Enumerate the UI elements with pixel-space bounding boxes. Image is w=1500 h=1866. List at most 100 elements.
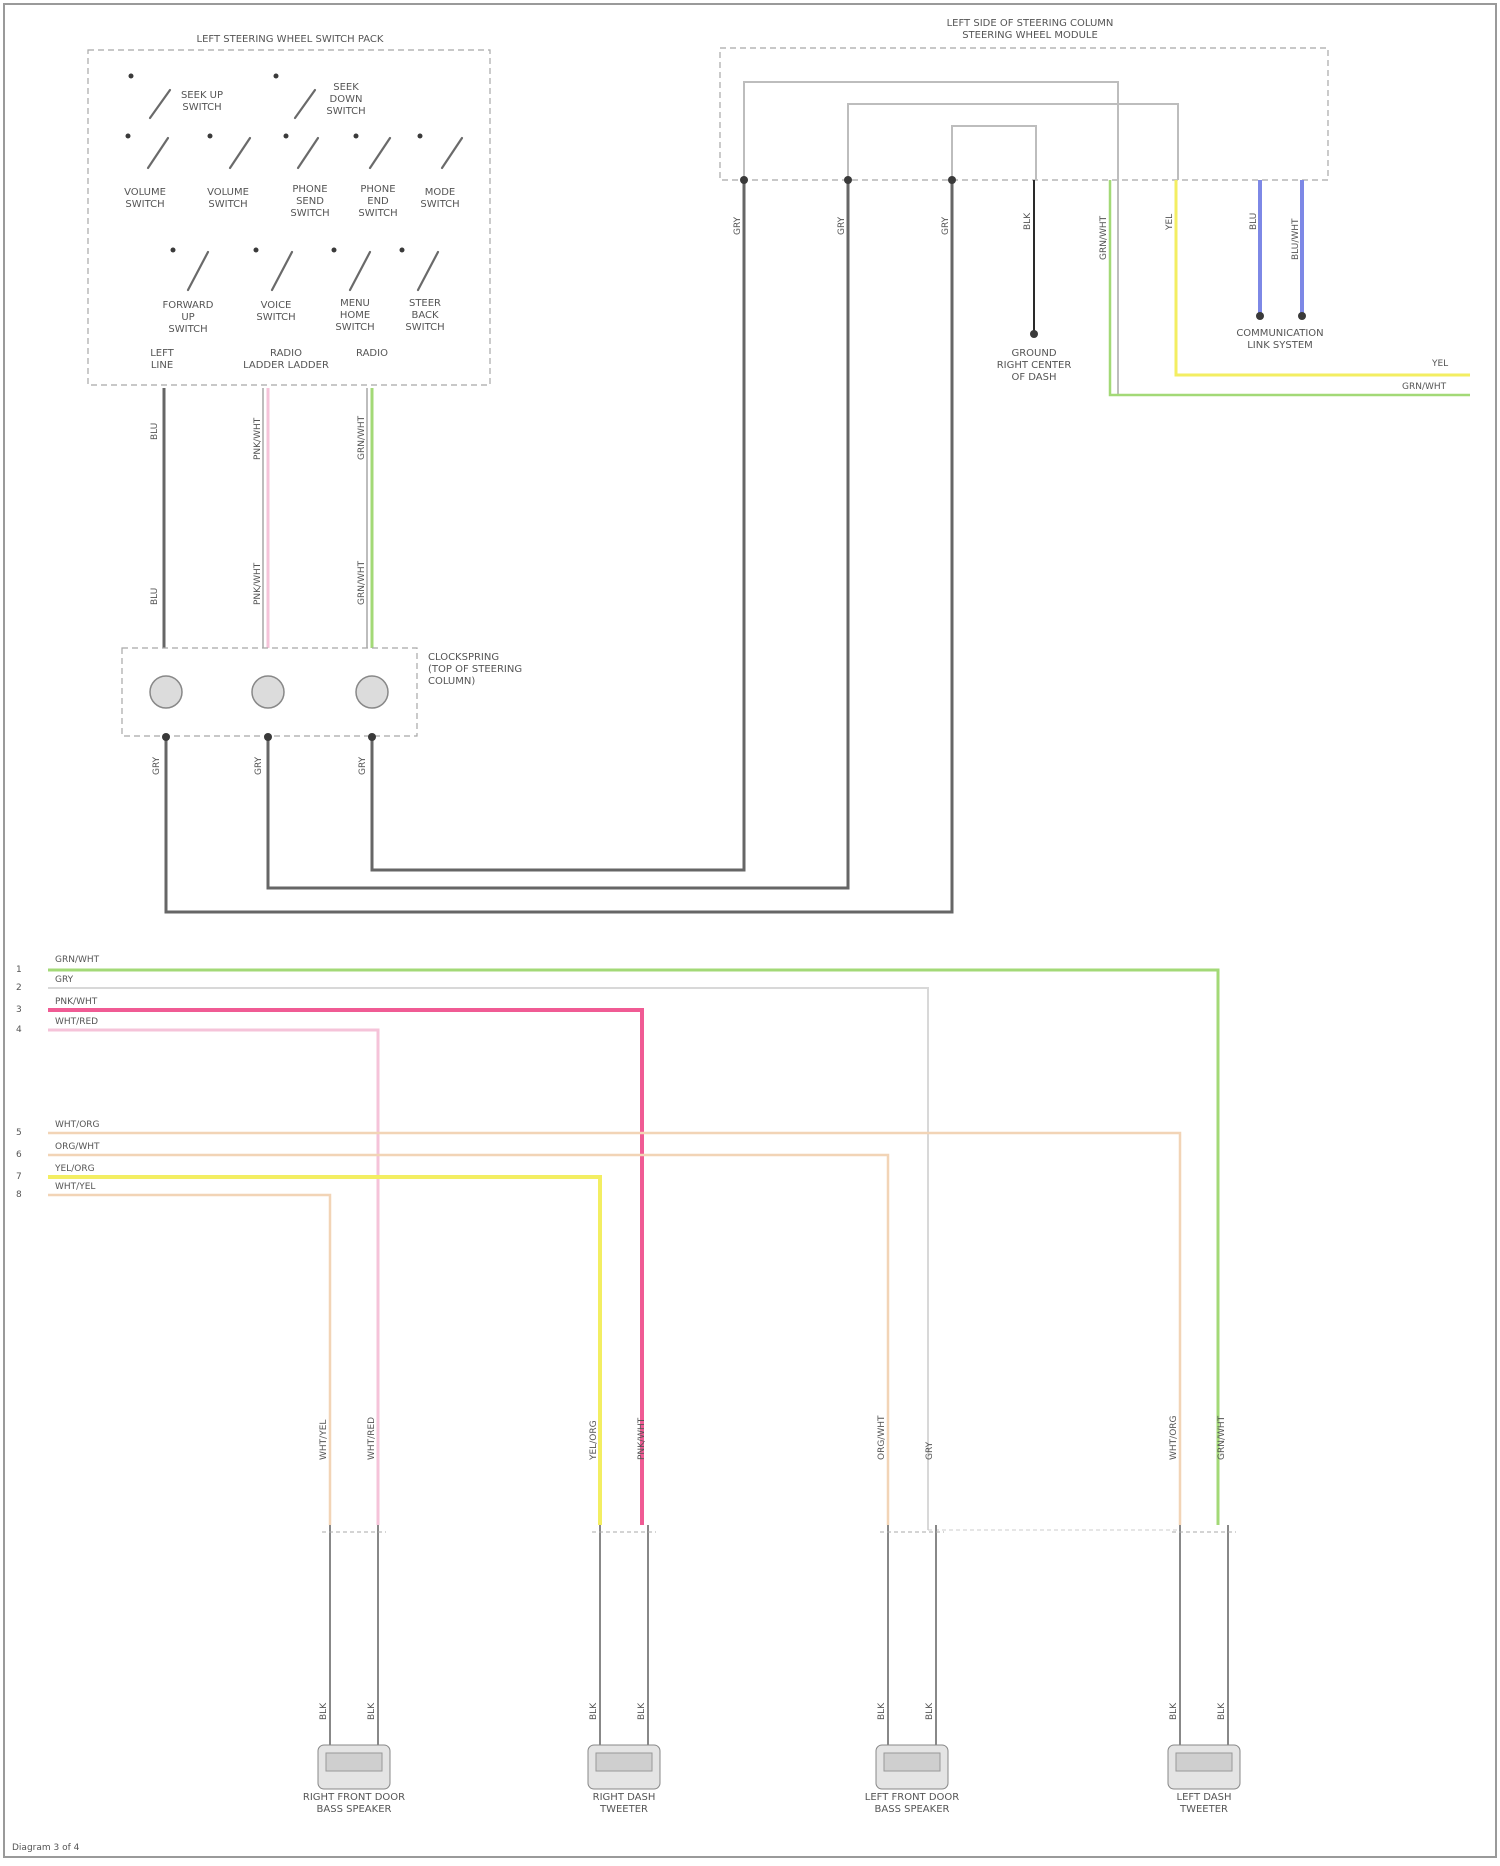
module-wire-label-6: BLU [1249, 213, 1259, 230]
speaker-2-wire-label-2: BLK [877, 1702, 887, 1720]
wire-label-bot-0: GRY [152, 756, 162, 775]
wire-label-bot-1: GRY [254, 756, 264, 775]
speaker-3-wire-label-3: BLK [1217, 1702, 1227, 1720]
right-edge-label-0: YEL [1431, 359, 1448, 369]
speaker-2-wire-label-1: GRY [925, 1441, 935, 1460]
bus-yellow [48, 1177, 600, 1525]
bus-bottom-label-0: WHT/ORG [55, 1120, 100, 1130]
speaker-1-wire-label-3: BLK [637, 1702, 647, 1720]
bus-peach-3 [48, 1195, 330, 1525]
module-wire-label-0: GRY [733, 216, 743, 235]
speaker-3-wire-label-1: GRN/WHT [1217, 1415, 1227, 1460]
left-switch-pack-box [88, 50, 490, 385]
module-wire-label-3: BLK [1023, 212, 1033, 230]
wire-label-mid-2: GRN/WHT [357, 560, 367, 605]
bus-bottom-label-3: WHT/YEL [55, 1182, 95, 1192]
outer-frame [4, 4, 1496, 1857]
bus-bottom-label-1: ORG/WHT [55, 1142, 100, 1152]
speaker-1-wire-label-0: YEL/ORG [589, 1420, 599, 1461]
speaker-2-wire-label-3: BLK [925, 1702, 935, 1720]
speaker-3-wire-label-0: WHT/ORG [1169, 1415, 1179, 1460]
bus-top-label-3: WHT/RED [55, 1017, 98, 1027]
left-switch-pack-title: LEFT STEERING WHEEL SWITCH PACK [197, 34, 384, 45]
module-wire-label-1: GRY [837, 216, 847, 235]
bus-bottom-pin-0: 5 [16, 1128, 22, 1138]
speaker-1-wire-label-1: PNK/WHT [637, 1417, 647, 1460]
bus-bottom-pin-2: 7 [16, 1172, 22, 1182]
wire-gray-b1 [166, 180, 952, 912]
bus-top-pin-1: 2 [16, 983, 22, 993]
switch-pack-wires: BLU PNK/WHT GRN/WHT BLU PNK/WHT GRN/WHT [150, 388, 372, 648]
wire-label-mid-1: PNK/WHT [253, 562, 263, 605]
wire-label-top-0: BLU [150, 423, 160, 440]
bus-top-label-0: GRN/WHT [55, 955, 100, 965]
module-wire-label-5: YEL [1165, 214, 1175, 231]
speaker-0-wire-label-3: BLK [367, 1702, 377, 1720]
bus-top-pin-0: 1 [16, 965, 22, 975]
speaker-3-wire-label-2: BLK [1169, 1702, 1179, 1720]
bus-bottom-pin-3: 8 [16, 1190, 22, 1200]
speaker-0-wire-label-2: BLK [319, 1702, 329, 1720]
speaker-1-wire-label-2: BLK [589, 1702, 599, 1720]
bus-pink [48, 1010, 642, 1525]
wire-green-module [1110, 180, 1470, 395]
bus-top-label-1: GRY [55, 975, 74, 985]
module-wire-label-4: GRN/WHT [1099, 215, 1109, 260]
switch-2-label: VOLUMESWITCH [124, 187, 166, 210]
wire-yellow-module [1176, 180, 1470, 375]
wire-label-top-1: PNK/WHT [253, 417, 263, 460]
wire-gray-b2 [268, 180, 848, 888]
speaker-0-wire-label-0: WHT/YEL [319, 1420, 329, 1460]
bus-top-label-2: PNK/WHT [55, 997, 98, 1007]
bus-top-pin-2: 3 [16, 1005, 22, 1015]
bus-peach-2 [48, 1155, 888, 1525]
module-wire-label-2: GRY [941, 216, 951, 235]
speaker-0-wire-label-1: WHT/RED [367, 1417, 377, 1460]
speaker-bus: 1 2 3 4 5 6 7 8 GRN/WHT GRY PNK/WHT WHT/… [16, 955, 1218, 1530]
pin-label-2: RADIO [356, 348, 388, 359]
bus-top-pin-3: 4 [16, 1025, 22, 1035]
module-box [720, 48, 1328, 180]
wire-label-mid-0: BLU [150, 588, 160, 605]
right-edge-label-1: GRN/WHT [1402, 382, 1447, 392]
bus-gray [48, 988, 928, 1530]
bus-peach-1 [48, 1133, 1180, 1525]
wire-gray-b3 [372, 180, 744, 870]
